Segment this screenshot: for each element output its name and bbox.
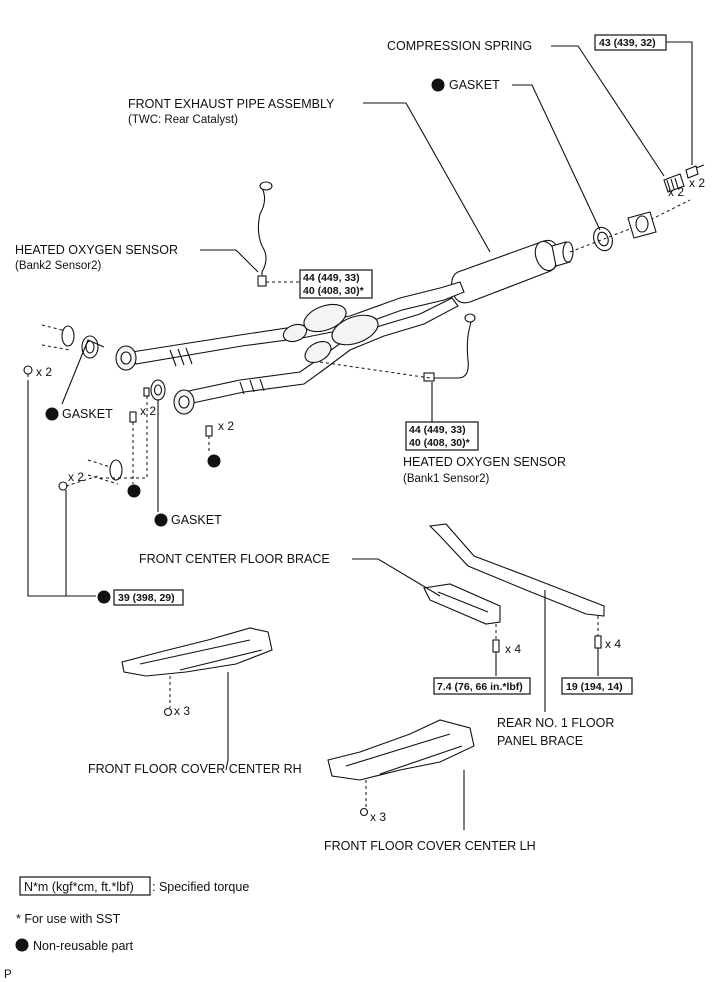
label-rear-floor-brace-line2: PANEL BRACE xyxy=(497,734,583,748)
label-front-exhaust-pipe-sub: (TWC: Rear Catalyst) xyxy=(128,114,238,126)
label-ho2-bank2-sub: (Bank2 Sensor2) xyxy=(15,260,101,272)
count-cover-lh: x 3 xyxy=(370,810,386,824)
label-front-center-floor-brace: FRONT CENTER FLOOR BRACE xyxy=(139,552,330,566)
torque-spring-bolt: 43 (439, 32) xyxy=(599,37,656,49)
front-center-floor-brace xyxy=(423,583,501,653)
rear-floor-panel-brace xyxy=(428,523,605,649)
oxygen-sensor-bank1 xyxy=(423,313,476,382)
label-compression-spring: COMPRESSION SPRING xyxy=(387,39,532,53)
muffler xyxy=(451,239,574,304)
torque-ho2-bank2-1: 44 (449, 33) xyxy=(303,272,360,284)
floor-cover-rh xyxy=(121,627,273,717)
label-ho2-bank1: HEATED OXYGEN SENSOR xyxy=(403,455,566,469)
front-pipe-left xyxy=(41,324,123,485)
label-rear-floor-brace-line1: REAR NO. 1 FLOOR xyxy=(497,716,614,730)
leader-lines xyxy=(27,41,693,830)
legend-torque-box: N*m (kgf*cm, ft.*lbf) xyxy=(24,880,134,894)
tail-pipe-flange xyxy=(569,199,691,253)
legend-torque-text: : Specified torque xyxy=(152,880,249,894)
label-front-exhaust-pipe: FRONT EXHAUST PIPE ASSEMBLY xyxy=(128,97,335,111)
torque-flange-nut: 39 (398, 29) xyxy=(118,592,175,604)
count-rear-brace: x 4 xyxy=(605,637,621,651)
oxygen-sensor-bank2 xyxy=(257,181,273,287)
torque-rear-brace: 19 (194, 14) xyxy=(566,681,623,693)
torque-ho2-bank2-2: 40 (408, 30)* xyxy=(303,285,365,297)
torque-box-center-brace: 7.4 (76, 66 in.*lbf) xyxy=(433,677,531,695)
count-cover-rh: x 3 xyxy=(174,704,190,718)
legend-non-reusable: Non-reusable part xyxy=(33,939,134,953)
non-reusable-markers xyxy=(45,78,445,604)
torque-box-ho2-bank1: 44 (449, 33) 40 (408, 30)* xyxy=(405,421,479,451)
label-gasket-left: GASKET xyxy=(62,407,113,421)
legend-dot-icon xyxy=(15,938,29,952)
label-floor-cover-lh: FRONT FLOOR COVER CENTER LH xyxy=(324,839,536,853)
floor-cover-lh xyxy=(327,719,475,817)
pipe-flanges-left xyxy=(115,345,195,415)
label-floor-cover-rh: FRONT FLOOR COVER CENTER RH xyxy=(88,762,302,776)
count-bolt-mid: x 2 xyxy=(218,419,234,433)
torque-box-rear-brace: 19 (194, 14) xyxy=(561,677,633,695)
label-ho2-bank2: HEATED OXYGEN SENSOR xyxy=(15,243,178,257)
torque-ho2-bank1-2: 40 (408, 30)* xyxy=(409,437,471,449)
compression-springs xyxy=(663,164,705,193)
count-stud-left: x 2 xyxy=(140,404,156,418)
legend: N*m (kgf*cm, ft.*lbf) : Specified torque… xyxy=(15,876,249,953)
legend-sst-note: * For use with SST xyxy=(16,912,121,926)
count-nut-lower: x 2 xyxy=(68,470,84,484)
count-spring: x 2 xyxy=(668,185,684,199)
torque-box-spring-bolt: 43 (439, 32) xyxy=(594,34,667,51)
count-nut-left: x 2 xyxy=(36,365,52,379)
corner-mark: P xyxy=(4,969,12,981)
label-ho2-bank1-sub: (Bank1 Sensor2) xyxy=(403,473,489,485)
count-bolt: x 2 xyxy=(689,176,705,190)
exhaust-pipe-runs xyxy=(131,281,465,405)
torque-center-brace: 7.4 (76, 66 in.*lbf) xyxy=(437,681,523,693)
count-center-brace: x 4 xyxy=(505,642,521,656)
label-gasket-mid: GASKET xyxy=(171,513,222,527)
label-gasket-top: GASKET xyxy=(449,78,500,92)
torque-ho2-bank1-1: 44 (449, 33) xyxy=(409,424,466,436)
torque-box-flange-nut: 39 (398, 29) xyxy=(113,589,184,606)
torque-box-ho2-bank2: 44 (449, 33) 40 (408, 30)* xyxy=(299,269,373,299)
